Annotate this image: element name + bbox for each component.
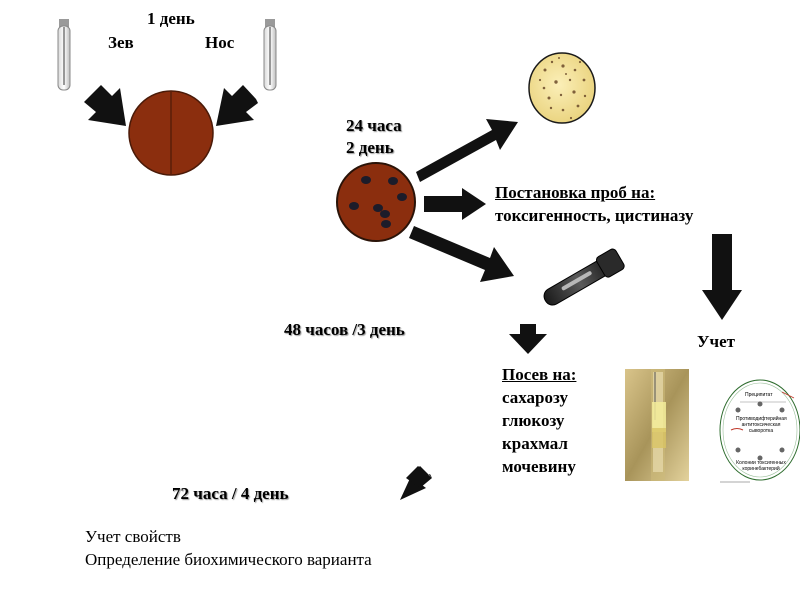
final-line2: Определение биохимического варианта	[85, 550, 372, 569]
precip-label-serum: Противодифтерийная антитоксическая сывор…	[736, 416, 787, 434]
record-label: Учет	[697, 332, 735, 351]
tube-icon	[543, 248, 625, 306]
arrow-icon	[509, 324, 547, 354]
seeding-item-glucose: глюкозу	[502, 411, 565, 430]
day2-time: 24 часа	[346, 116, 402, 135]
arrow-icon	[416, 119, 518, 182]
arrow-icon	[84, 85, 126, 126]
day4-label: 72 часа / 4 день	[172, 484, 289, 503]
test-tube-icon	[263, 19, 277, 91]
day2-day: 2 день	[346, 138, 394, 157]
arrow-icon	[400, 466, 432, 500]
nose-label: Нос	[205, 33, 235, 52]
test-tube-icon	[57, 19, 71, 91]
tube-photo	[625, 369, 689, 481]
tests-items: токсигенность, цистиназу	[495, 206, 694, 225]
tests-heading: Постановка проб на:	[495, 183, 656, 202]
arrow-icon	[424, 188, 486, 220]
seeding-item-starch: крахмал	[502, 434, 568, 453]
seeding-heading: Посев на:	[502, 365, 577, 384]
precipitation-plate-icon	[719, 379, 800, 483]
day1-title: 1 день	[147, 9, 195, 28]
arrow-icon	[409, 226, 514, 282]
petri-dish-icon	[128, 90, 214, 176]
precip-label-colonies: Колонии токсигенных коринебактерий	[736, 460, 786, 472]
arrow-icon	[216, 85, 258, 126]
day3-label: 48 часов /3 день	[284, 320, 405, 339]
petri-dish-icon	[336, 162, 416, 242]
petri-dish-icon	[528, 52, 596, 124]
final-line1: Учет свойств	[85, 527, 181, 546]
seeding-item-urea: мочевину	[502, 457, 576, 476]
throat-label: Зев	[108, 33, 134, 52]
arrow-icon	[702, 234, 742, 320]
seeding-item-sucrose: сахарозу	[502, 388, 568, 407]
precip-label-precipitate: Преципитат	[745, 392, 773, 398]
